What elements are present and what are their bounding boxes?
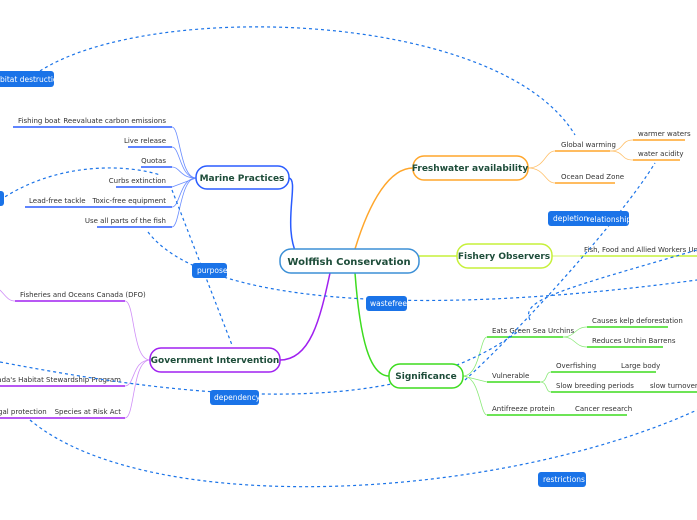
- leaf[interactable]: Antifreeze protein: [492, 405, 555, 413]
- leaf[interactable]: Quotas: [141, 157, 166, 165]
- relation-text: restrictions: [543, 475, 585, 484]
- central-topic[interactable]: [279, 248, 420, 274]
- topic-government-intervention[interactable]: [149, 347, 281, 373]
- relation-text: purpose: [197, 266, 228, 275]
- leaf[interactable]: Global warming: [561, 141, 616, 149]
- relation-text: wastefree: [370, 299, 407, 308]
- leaf[interactable]: Large body: [621, 362, 660, 370]
- leaf[interactable]: Cancer research: [575, 405, 632, 413]
- relation-label-restrictions[interactable]: [538, 472, 586, 487]
- leaf[interactable]: Fish, Food and Allied Workers Union (FFA: [584, 246, 697, 254]
- relation-text: bitat destruction: [0, 75, 63, 84]
- leaf[interactable]: Reduces Urchin Barrens: [592, 337, 676, 345]
- relation-label-purpose[interactable]: [192, 263, 227, 278]
- connector-significance: [354, 272, 390, 377]
- central-topic-label: Wolffish Conservation: [287, 257, 410, 268]
- relation-text: depletion: [553, 214, 588, 223]
- topic-significance[interactable]: [388, 363, 464, 389]
- relation-line: [0, 329, 521, 395]
- leaf[interactable]: Reevaluate carbon emissions: [63, 117, 166, 125]
- topic-label: Government Intervention: [151, 356, 280, 366]
- leaf[interactable]: gal protection: [0, 408, 47, 416]
- leaf[interactable]: Live release: [124, 137, 166, 145]
- relation-label-depletion[interactable]: [548, 211, 629, 226]
- relation-label-bitat-destruction[interactable]: [0, 71, 54, 87]
- leaf[interactable]: Fishing boat: [18, 117, 61, 125]
- leaf[interactable]: Canada's Habitat Stewardship Program: [0, 376, 121, 384]
- leaf[interactable]: water acidity: [638, 150, 684, 158]
- leaf[interactable]: Slow breeding periods: [556, 382, 634, 390]
- topic-label: Freshwater availability: [412, 164, 529, 174]
- relation-line: [464, 162, 656, 381]
- connector-freshwater: [354, 167, 414, 250]
- leaf[interactable]: warmer waters: [638, 130, 691, 138]
- connector-government: [279, 272, 331, 361]
- leaf[interactable]: slow turnover rat: [650, 382, 697, 390]
- topic-label: Fishery Observers: [458, 252, 550, 262]
- relation-label-dependency[interactable]: [210, 390, 259, 405]
- leaf[interactable]: Vulnerable: [492, 372, 529, 380]
- leaf[interactable]: Toxic-free equipment: [91, 197, 166, 205]
- leaf[interactable]: Species at Risk Act: [55, 408, 122, 416]
- leaf[interactable]: Eats Green Sea Urchins: [492, 327, 575, 335]
- leaf[interactable]: Causes kelp deforestation: [592, 317, 683, 325]
- relation-label-wastefree[interactable]: [366, 296, 407, 311]
- relation-text: relationship: [587, 215, 631, 224]
- leaf[interactable]: Curbs extinction: [109, 177, 166, 185]
- leaf[interactable]: Use all parts of the fish: [85, 217, 166, 225]
- relation-line: [29, 409, 697, 488]
- topic-marine-practices[interactable]: [195, 165, 290, 190]
- leaf[interactable]: Overfishing: [556, 362, 596, 370]
- relation-line: [0, 167, 161, 201]
- topic-freshwater-availability[interactable]: [412, 155, 529, 181]
- relation-line: [528, 249, 697, 321]
- topic-label: Marine Practices: [200, 174, 285, 184]
- leaf[interactable]: Fisheries and Oceans Canada (DFO): [20, 291, 146, 299]
- relation-text: dependency: [214, 393, 261, 402]
- topic-fishery-observers[interactable]: [456, 243, 553, 269]
- leaf[interactable]: Ocean Dead Zone: [561, 173, 624, 181]
- relation-line: [39, 26, 576, 136]
- relation-label-offscreen[interactable]: [0, 191, 4, 206]
- leaf[interactable]: Lead-free tackle: [29, 197, 86, 205]
- relation-line: [147, 231, 697, 302]
- relation-line: [171, 189, 233, 346]
- topic-label: Significance: [395, 372, 456, 382]
